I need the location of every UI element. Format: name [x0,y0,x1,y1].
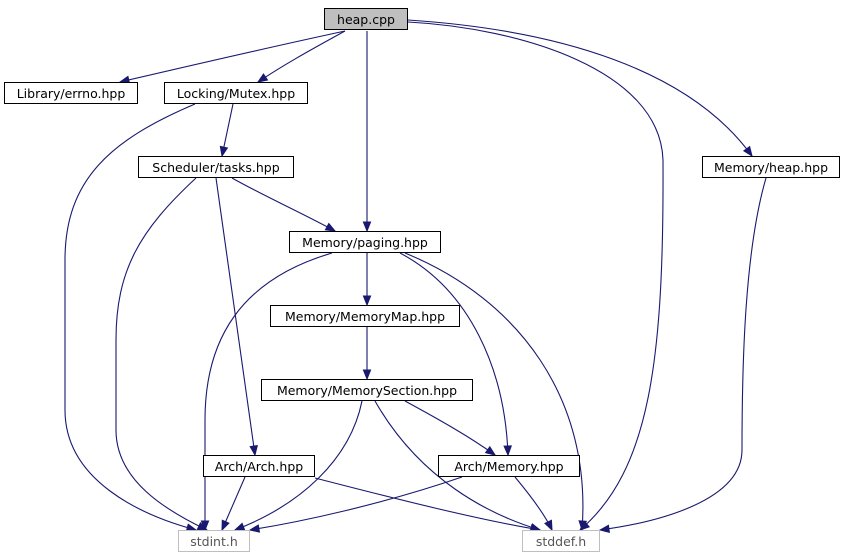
edge-heap_cpp-to-memheap [407,19,753,157]
arrowhead-heap_cpp-to-paging [362,221,372,233]
arrowhead-tasks-to-paging [324,222,337,232]
node-arch-memory-hpp[interactable]: Arch/Memory.hpp [438,455,580,477]
node-stdint-h[interactable]: stdint.h [178,530,250,552]
arrowhead-paging-to-stddef [578,520,588,532]
arrowhead-memmap-to-memsection [362,369,372,381]
node-memory-memorysection-hpp[interactable]: Memory/MemorySection.hpp [261,379,473,401]
edge-paging-to-archmem [399,252,509,456]
arrowhead-archmem-to-stddef [544,519,553,532]
arrowhead-mutex-to-tasks [219,145,229,158]
node-memory-paging-hpp[interactable]: Memory/paging.hpp [289,231,441,253]
node-arch-arch-hpp[interactable]: Arch/Arch.hpp [203,455,315,477]
edge-heap_cpp-to-stddef [407,21,664,531]
edge-memsection-to-stddef [374,400,541,531]
edge-archmem-to-stdint [249,476,463,531]
edge-tasks-to-stdint [115,177,208,531]
node-memory-memorymap-hpp[interactable]: Memory/MemoryMap.hpp [270,305,460,327]
arrowhead-heap_cpp-to-mutex [256,73,269,83]
edge-memsection-to-stdint [234,400,363,531]
node-memory-heap-hpp[interactable]: Memory/heap.hpp [702,156,840,178]
node-heap-cpp[interactable]: heap.cpp [324,8,408,30]
edge-heap_cpp-to-errno [119,30,346,83]
edge-paging-to-stddef [404,252,584,531]
edge-mutex-to-stdint [64,103,197,531]
arrowhead-heap_cpp-to-memheap [742,145,753,158]
edge-memheap-to-stddef [599,177,767,531]
edge-layer [64,19,767,534]
arrowhead-paging-to-memmap [362,295,372,307]
arrowhead-paging-to-stdint [200,520,210,532]
edge-arch-to-stdint [221,476,246,531]
edge-tasks-to-arch [215,177,256,456]
node-locking-mutex-hpp[interactable]: Locking/Mutex.hpp [164,82,308,104]
arrowhead-memheap-to-stddef [598,524,610,534]
edge-archmem-to-stddef [514,476,553,531]
edge-tasks-to-paging [231,177,336,232]
arrowhead-tasks-to-arch [249,444,258,457]
node-scheduler-tasks-hpp[interactable]: Scheduler/tasks.hpp [138,156,294,178]
arrowhead-arch-to-stdint [221,519,230,532]
arrowhead-archmem-to-stdint [248,524,261,533]
edge-heap_cpp-to-mutex [257,30,346,83]
edge-paging-to-stdint [204,252,333,530]
node-library-errno-hpp[interactable]: Library/errno.hpp [4,82,138,104]
arrowhead-paging-to-archmem [503,445,513,457]
arrowhead-memsection-to-archmem [484,445,497,456]
edge-memsection-to-archmem [404,400,496,456]
node-stddef-h[interactable]: stddef.h [522,530,600,552]
edge-arch-to-stddef [314,477,541,531]
